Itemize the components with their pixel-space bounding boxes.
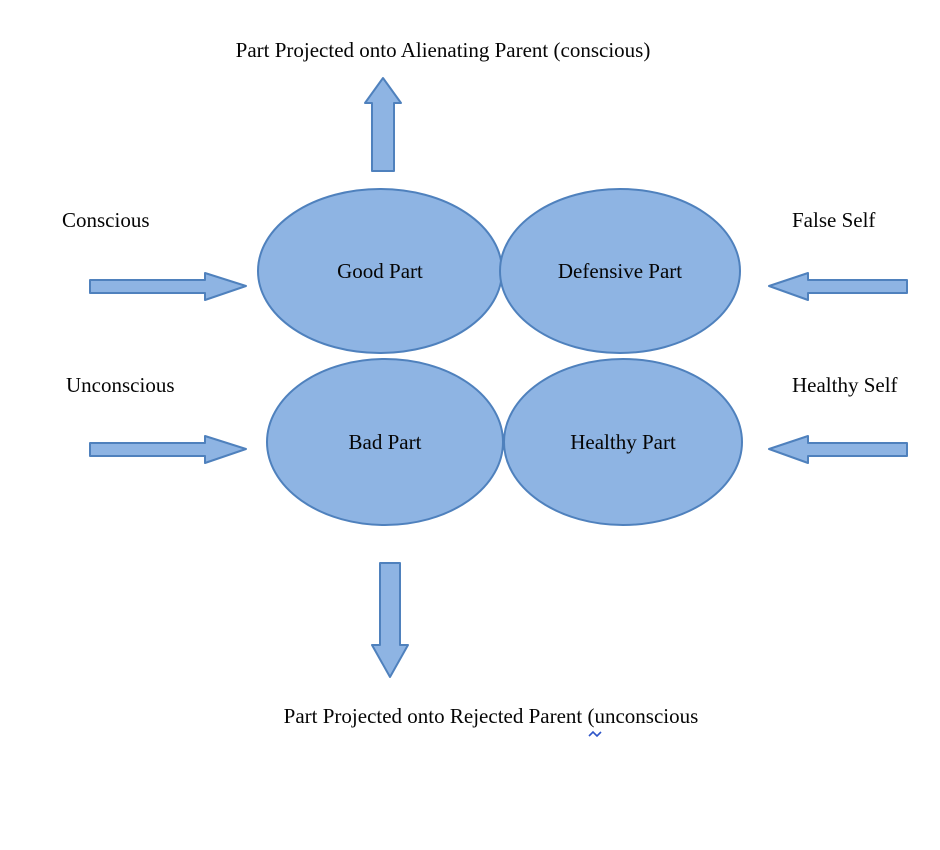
right-arrow-unconscious-icon: [89, 435, 247, 464]
label-conscious: Conscious: [62, 208, 150, 232]
right-arrow-conscious-icon: [89, 272, 247, 301]
ellipse-defensive-part: [499, 188, 741, 354]
ellipse-label-defensive-part: Defensive Part: [557, 259, 683, 283]
ellipse-label-bad-part: Bad Part: [348, 430, 422, 454]
left-arrow-healthy-self-icon: [768, 435, 908, 464]
top-caption: Part Projected onto Alienating Parent (c…: [235, 38, 651, 62]
ellipse-healthy-part: [503, 358, 743, 526]
spellcheck-squiggle-icon: [588, 730, 602, 738]
left-arrow-false-self-icon: [768, 272, 908, 301]
down-arrow-icon: [371, 562, 409, 678]
up-arrow-icon: [364, 77, 402, 172]
label-false-self: False Self: [792, 208, 876, 232]
ellipse-label-good-part: Good Part: [337, 259, 423, 283]
label-healthy-self: Healthy Self: [792, 373, 898, 397]
ellipse-label-healthy-part: Healthy Part: [570, 430, 676, 454]
bottom-caption: Part Projected onto Rejected Parent (unc…: [283, 704, 699, 728]
label-unconscious: Unconscious: [66, 373, 175, 397]
